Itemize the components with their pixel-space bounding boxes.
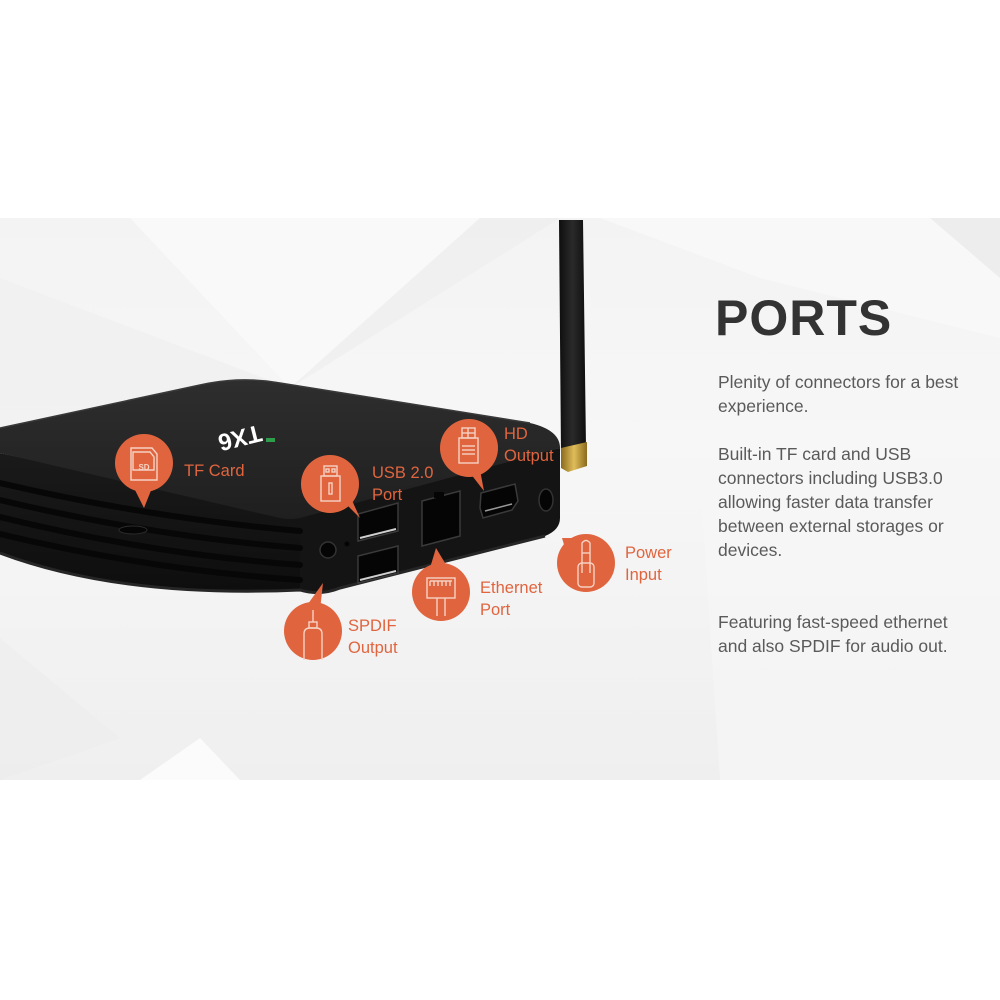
description-paragraph-2: Built-in TF card and USB connectors incl… — [718, 444, 944, 560]
ethernet-icon — [426, 577, 456, 616]
spdif-label: SPDIF Output — [348, 617, 398, 657]
section-title: PORTS — [715, 290, 893, 346]
usb-label: USB 2.0 Port — [372, 464, 434, 504]
hdmi-label: HD Output — [504, 425, 554, 465]
callout-spdif — [284, 583, 342, 660]
tf-card-label: TF Card — [184, 462, 245, 480]
callout-power — [557, 534, 615, 592]
svg-text:SD: SD — [138, 463, 149, 472]
callout-hdmi — [440, 419, 498, 491]
callout-bubbles: SD — [115, 419, 615, 660]
callout-usb — [301, 455, 360, 518]
hdmi-icon — [458, 427, 479, 464]
ethernet-label: Ethernet Port — [480, 579, 543, 619]
usb-icon — [320, 465, 341, 502]
callout-ethernet — [412, 548, 470, 621]
product-banner: TX6 SD — [0, 218, 1000, 780]
description-paragraph-1: Plenity of connectors for a best experie… — [718, 372, 959, 416]
power-label: Power Input — [625, 544, 672, 584]
power-plug-icon — [577, 539, 595, 588]
sd-card-icon: SD — [130, 447, 158, 481]
callout-tf-card: SD — [115, 434, 173, 508]
description-paragraph-3: Featuring fast-speed ethernet and also S… — [718, 612, 948, 656]
spdif-icon — [303, 610, 323, 660]
